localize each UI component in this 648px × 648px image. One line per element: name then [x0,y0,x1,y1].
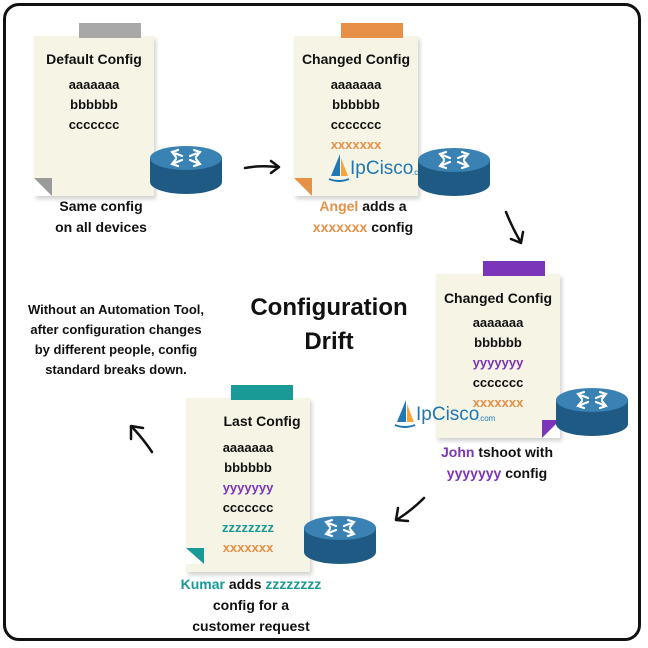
caption-line: config for a [212,597,290,613]
config-line: bbbbbb [70,97,118,112]
caption-text: adds [224,576,266,592]
arrow-right-icon [243,159,281,175]
config-line: bbbbbb [332,97,380,112]
diagram-frame: Default Config aaaaaaa bbbbbb ccccccc Sa… [3,3,641,641]
caption-kumar: Kumar adds zzzzzzzz config for a custome… [166,574,336,637]
caption-line: Kumar adds zzzzzzzz [166,574,336,595]
person-name: Kumar [180,576,225,592]
config-line-added: yyyyyyy [472,355,524,370]
router-icon [150,146,222,194]
config-code: yyyyyyy [446,465,502,481]
note-last-config: Last Config aaaaaaa bbbbbb yyyyyyy ccccc… [186,385,310,572]
person-name: John [441,444,475,460]
note-title: Changed Config [443,290,553,306]
caption-line: on all devices [55,219,147,235]
config-line: aaaaaaa [222,440,274,455]
config-line-added: zzzzzzzz [222,520,274,535]
config-line: bbbbbb [474,335,522,350]
logo-suffix: .com [478,414,496,423]
caption-line: yyyyyyy config [422,463,572,484]
config-line: ccccccc [330,117,382,132]
person-name: Angel [319,198,359,214]
config-code: xxxxxxx [312,219,368,235]
config-line-added: xxxxxxx [472,395,524,410]
caption-line: Same config [59,198,143,214]
config-line: ccccccc [222,500,274,515]
config-line-added: xxxxxxx [330,137,382,152]
caption-line: Angel adds a [288,196,438,217]
note-fold [34,178,52,196]
title-line: Configuration [250,294,408,321]
config-line: aaaaaaa [68,77,120,92]
config-line: aaaaaaa [472,315,524,330]
arrow-down-left-icon [394,496,426,523]
note-tape [341,23,403,38]
ipcisco-logo: IpCisco .com [394,398,504,432]
config-line: bbbbbb [224,460,272,475]
router-icon [304,516,376,564]
config-code: zzzzzzzz [265,576,322,592]
note-tape [483,261,545,276]
router-icon [418,148,490,196]
caption-text: config [367,219,414,235]
caption-text: config [501,465,548,481]
note-title: Default Config [46,51,142,67]
diagram-title: Configuration Drift [234,291,424,359]
caption-default: Same config on all devices [26,196,176,238]
note-fold [186,548,204,564]
caption-line: customer request [192,618,310,634]
caption-text: tshoot with [474,444,553,460]
side-note: Without an Automation Tool, after config… [27,302,205,377]
config-line: ccccccc [68,117,120,132]
caption-line: xxxxxxx config [288,217,438,238]
caption-text: adds a [358,198,407,214]
logo-text: IpCisco [416,404,480,425]
caption-angel: Angel adds a xxxxxxx config [288,196,438,238]
caption-john: John tshoot with yyyyyyy config [422,442,572,484]
arrow-up-left-icon [129,424,154,454]
sail-icon [394,400,416,428]
note-fold [542,420,560,438]
note-title: Changed Config [301,51,411,67]
title-line: Drift [304,328,354,355]
note-changed-config-angel: Changed Config aaaaaaa bbbbbb ccccccc xx… [294,23,418,196]
note-tape [231,385,293,400]
router-icon [556,388,628,436]
note-changed-config-john: Changed Config aaaaaaa bbbbbb yyyyyyy cc… [436,261,560,438]
arrow-down-icon [504,210,525,245]
note-default-config: Default Config aaaaaaa bbbbbb ccccccc [34,23,154,196]
note-tape [79,23,141,38]
caption-line: John tshoot with [422,442,572,463]
config-line-added: xxxxxxx [222,540,274,555]
note-title: Last Config [223,413,301,429]
logo-text: IpCisco [350,158,414,179]
config-line: ccccccc [472,375,524,390]
sail-icon [328,154,350,182]
note-fold [294,178,312,196]
config-line-added: yyyyyyy [222,480,274,495]
config-line: aaaaaaa [330,77,382,92]
